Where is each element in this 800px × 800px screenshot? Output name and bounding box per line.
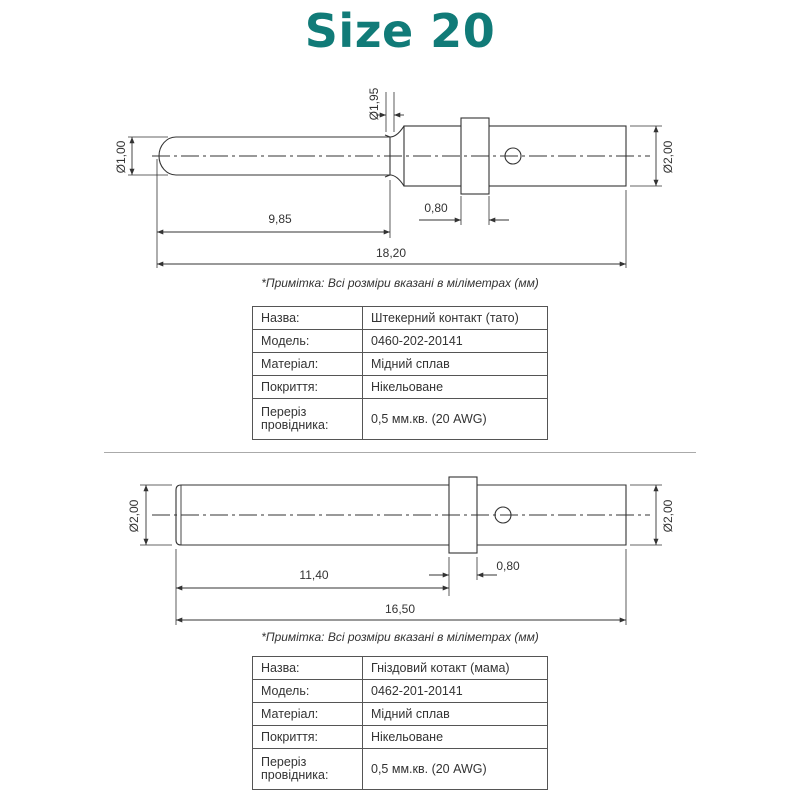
spec-value: 0460-202-20141 (362, 329, 548, 353)
spec-value: Штекерний контакт (тато) (362, 306, 548, 330)
section-divider (104, 452, 696, 453)
dim-tip-to-neck: 9,85 (268, 212, 292, 226)
spec-key: Назва: (252, 306, 363, 330)
table-row: Матеріал: Мідний сплав (252, 702, 548, 726)
spec-value: 0,5 мм.кв. (20 AWG) (362, 398, 548, 440)
table-row: Модель: 0462-201-20141 (252, 679, 548, 703)
table-row: Покриття: Нікельоване (252, 375, 548, 399)
spec-value: 0462-201-20141 (362, 679, 548, 703)
dim-overall-length-male: 18,20 (376, 246, 406, 260)
spec-key: Покриття: (252, 375, 363, 399)
dim-pin-diameter: Ø1,00 (114, 140, 128, 173)
dim-body-diameter-male: Ø2,00 (661, 140, 675, 173)
table-row: Покриття: Нікельоване (252, 725, 548, 749)
male-neck-curve (389, 125, 405, 187)
table-row: Переріз провідника: 0,5 мм.кв. (20 AWG) (252, 398, 548, 440)
dim-neck-diameter: Ø1,95 (367, 87, 381, 120)
dim-overall-length-female: 16,50 (385, 602, 415, 616)
table-row: Назва: Штекерний контакт (тато) (252, 306, 548, 330)
spec-key: Матеріал: (252, 702, 363, 726)
spec-value: Нікельоване (362, 725, 548, 749)
female-contact-drawing (140, 476, 662, 625)
male-contact-drawing (128, 92, 662, 268)
spec-key: Переріз провідника: (252, 398, 363, 440)
dim-front-length: 11,40 (299, 568, 328, 582)
spec-table-male: Назва: Штекерний контакт (тато) Модель: … (252, 306, 548, 440)
table-row: Модель: 0460-202-20141 (252, 329, 548, 353)
units-note-male: *Примітка: Всі розміри вказані в мілімет… (261, 276, 539, 290)
dim-right-diameter-female: Ø2,00 (661, 499, 675, 532)
spec-key: Модель: (252, 679, 363, 703)
spec-table-female: Назва: Гніздовий котакт (мама) Модель: 0… (252, 656, 548, 790)
spec-value: Гніздовий котакт (мама) (362, 656, 548, 680)
spec-key: Матеріал: (252, 352, 363, 376)
table-row: Назва: Гніздовий котакт (мама) (252, 656, 548, 680)
page-title: Size 20 (304, 4, 496, 58)
spec-key: Покриття: (252, 725, 363, 749)
spec-key: Модель: (252, 329, 363, 353)
spec-key: Назва: (252, 656, 363, 680)
dim-collar-width-female: 0,80 (496, 559, 520, 573)
spec-value: 0,5 мм.кв. (20 AWG) (362, 748, 548, 790)
spec-value: Мідний сплав (362, 352, 548, 376)
table-row: Матеріал: Мідний сплав (252, 352, 548, 376)
dim-collar-width-male: 0,80 (424, 201, 448, 215)
table-row: Переріз провідника: 0,5 мм.кв. (20 AWG) (252, 748, 548, 790)
spec-key: Переріз провідника: (252, 748, 363, 790)
spec-value: Мідний сплав (362, 702, 548, 726)
units-note-female: *Примітка: Всі розміри вказані в мілімет… (261, 630, 539, 644)
spec-value: Нікельоване (362, 375, 548, 399)
dim-left-diameter-female: Ø2,00 (127, 499, 141, 532)
